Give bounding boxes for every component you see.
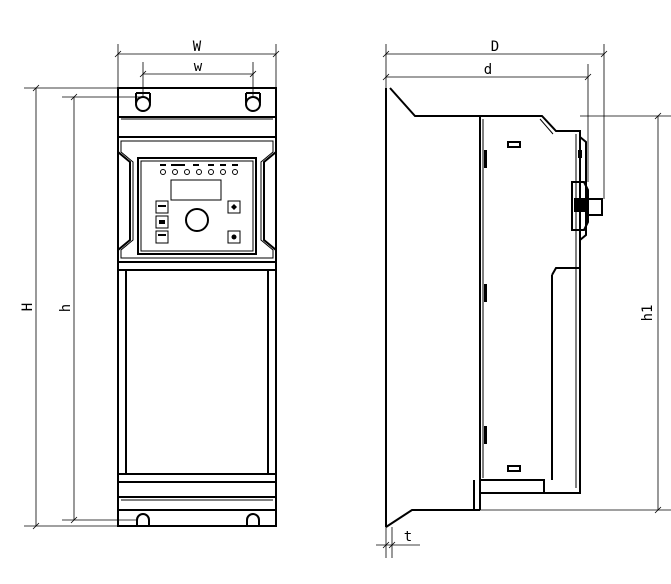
side-view — [385, 87, 603, 528]
dimension-label-h1: h1 — [640, 305, 656, 322]
dimension-label-t: t — [404, 529, 412, 545]
bottom-mounting-slot-left — [136, 513, 150, 526]
dimension-label-H: H — [20, 303, 36, 311]
dimension-label-D: D — [491, 39, 499, 55]
side-back-plate — [389, 87, 480, 117]
indicator-leds — [160, 164, 238, 175]
side-vent-slot-bottom — [507, 465, 521, 472]
front-view — [117, 87, 277, 527]
keypad-key-2 — [155, 215, 169, 229]
side-vent-slot-top — [507, 141, 521, 148]
dimension-label-d: d — [484, 62, 492, 78]
side-body-outline — [479, 115, 581, 494]
side-knob-protrusion — [571, 181, 603, 231]
operator-keypad — [137, 157, 257, 255]
dimension-label-W: W — [193, 39, 202, 55]
keypad-key-run — [227, 200, 241, 214]
keypad-key-3 — [155, 230, 169, 244]
bottom-mounting-slot-right — [246, 513, 260, 526]
keypad-key-1 — [155, 200, 169, 214]
keypad-display — [170, 179, 222, 201]
keypad-key-stop — [227, 230, 241, 244]
dimension-label-w: w — [194, 59, 203, 75]
front-housing-outline — [117, 87, 277, 527]
dimension-label-h: h — [58, 304, 74, 312]
front-view-dimensions: W w H h — [20, 39, 280, 530]
side-view-dimensions: D d h1 t — [376, 39, 671, 558]
keypad-knob — [185, 208, 209, 232]
keypad-bezel — [117, 136, 277, 263]
